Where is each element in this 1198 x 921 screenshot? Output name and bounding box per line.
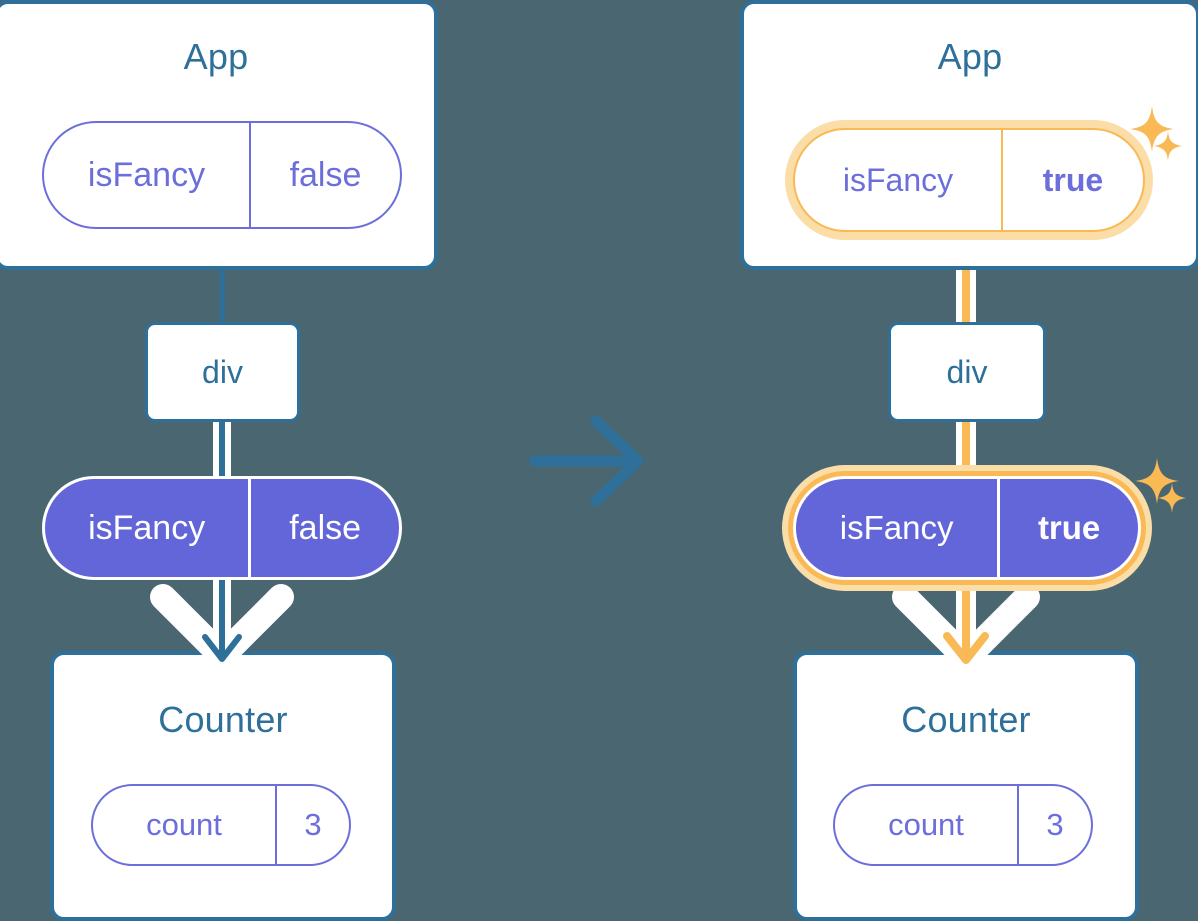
flow-arrow-down-left [150, 575, 294, 669]
state-pill-counter-right[interactable]: count 3 [833, 784, 1093, 866]
state-pill-key: count [146, 807, 222, 842]
page-title-app-left: App [183, 36, 249, 77]
div-label-right: div [946, 354, 988, 390]
prop-pill-right[interactable]: isFancy true [793, 476, 1141, 580]
state-pill-counter-left[interactable]: count 3 [91, 784, 351, 866]
prop-pill-value: false [248, 479, 399, 577]
prop-pill-key: isFancy [88, 508, 206, 547]
state-pill-value: true [1001, 130, 1143, 230]
page-title-counter-left: Counter [158, 699, 288, 740]
prop-pill-value: true [997, 479, 1138, 577]
state-pill-value: 3 [275, 786, 349, 864]
state-pill-key: isFancy [842, 161, 954, 198]
transition-arrow-icon [529, 415, 644, 507]
page-title-counter-right: Counter [901, 699, 1031, 740]
state-pill-key: count [888, 807, 964, 842]
state-pill-app-left[interactable]: isFancy false [42, 121, 402, 229]
state-pill-app-right[interactable]: isFancy true [793, 128, 1145, 232]
element-box-div-left: div [145, 322, 300, 422]
prop-pill-key: isFancy [839, 509, 954, 546]
div-label-left: div [202, 354, 243, 390]
state-pill-key: isFancy [87, 155, 206, 194]
state-pill-value: false [249, 123, 400, 227]
element-box-div-right: div [888, 322, 1046, 422]
prop-pill-left[interactable]: isFancy false [42, 476, 402, 580]
state-pill-value: 3 [1017, 786, 1091, 864]
page-title-app-right: App [937, 36, 1003, 77]
flow-arrow-down-right [892, 575, 1040, 671]
